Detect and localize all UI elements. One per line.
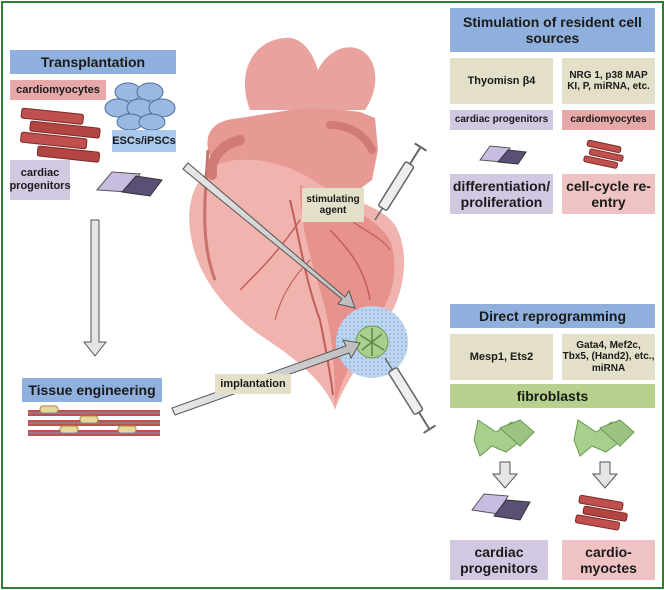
- fibroblast-cells-left: [473, 419, 535, 457]
- tissue-engineering-title: Tissue engineering: [22, 378, 162, 402]
- tissue-engineering-illustration: [28, 405, 160, 436]
- cardiomyocytes-illustration-bottom-right: [574, 494, 628, 531]
- progenitor-cells-illustration-top-right: [479, 145, 527, 165]
- implant-site: [336, 306, 408, 378]
- transplantation-title: Transplantation: [10, 50, 176, 74]
- cell-cycle-label: cell-cycle re-entry: [562, 174, 655, 214]
- arrow-down-left: [82, 219, 108, 357]
- syringe-top-icon: [374, 142, 428, 221]
- cardiomyocytes-illustration-top-right: [583, 139, 624, 169]
- syringe-bottom-icon: [384, 357, 436, 434]
- progenitor-cells-illustration-left: [95, 171, 163, 197]
- cardiac-progenitors-label-left: cardiac progenitors: [9, 160, 71, 200]
- cardiac-progenitors-label-bottom: cardiac progenitors: [450, 540, 548, 580]
- implantation-label: implantation: [215, 374, 291, 394]
- fibroblast-cells-right: [573, 419, 635, 457]
- progenitor-cells-illustration-bottom-right: [471, 493, 531, 521]
- arrow-down-fibro-left: [491, 461, 519, 489]
- esc-cells-illustration: [104, 82, 176, 131]
- fibroblasts-title: fibroblasts: [450, 384, 655, 408]
- cardiac-progenitors-label-stim: cardiac progenitors: [450, 110, 553, 130]
- stimulating-agent-label: stimulating agent: [302, 188, 364, 222]
- arrow-down-fibro-right: [591, 461, 619, 489]
- arrow-transplant-to-heart: [182, 162, 356, 309]
- stimulation-title: Stimulation of resident cell sources: [450, 8, 655, 52]
- differentiation-label: differentiation/ proliferation: [450, 174, 553, 214]
- thymosin-label: Thyomisn β4: [450, 58, 553, 104]
- mesp-label: Mesp1, Ets2: [450, 334, 553, 380]
- cardiomyocytes-label-stim: cardiomyocytes: [562, 110, 655, 130]
- cardiomyocytes-illustration-left: [20, 107, 101, 163]
- cardiomyocytes-label-bottom: cardio-myoctes: [562, 540, 655, 580]
- nrg-label: NRG 1, p38 MAP KI, P, miRNA, etc.: [562, 58, 655, 104]
- reprogramming-title: Direct reprogramming: [450, 304, 655, 328]
- escs-label: ESCs/iPSCs: [112, 130, 176, 152]
- gata-label: Gata4, Mef2c, Tbx5, (Hand2), etc., miRNA: [562, 334, 655, 380]
- cardiomyocytes-label-left: cardiomyocytes: [10, 80, 106, 100]
